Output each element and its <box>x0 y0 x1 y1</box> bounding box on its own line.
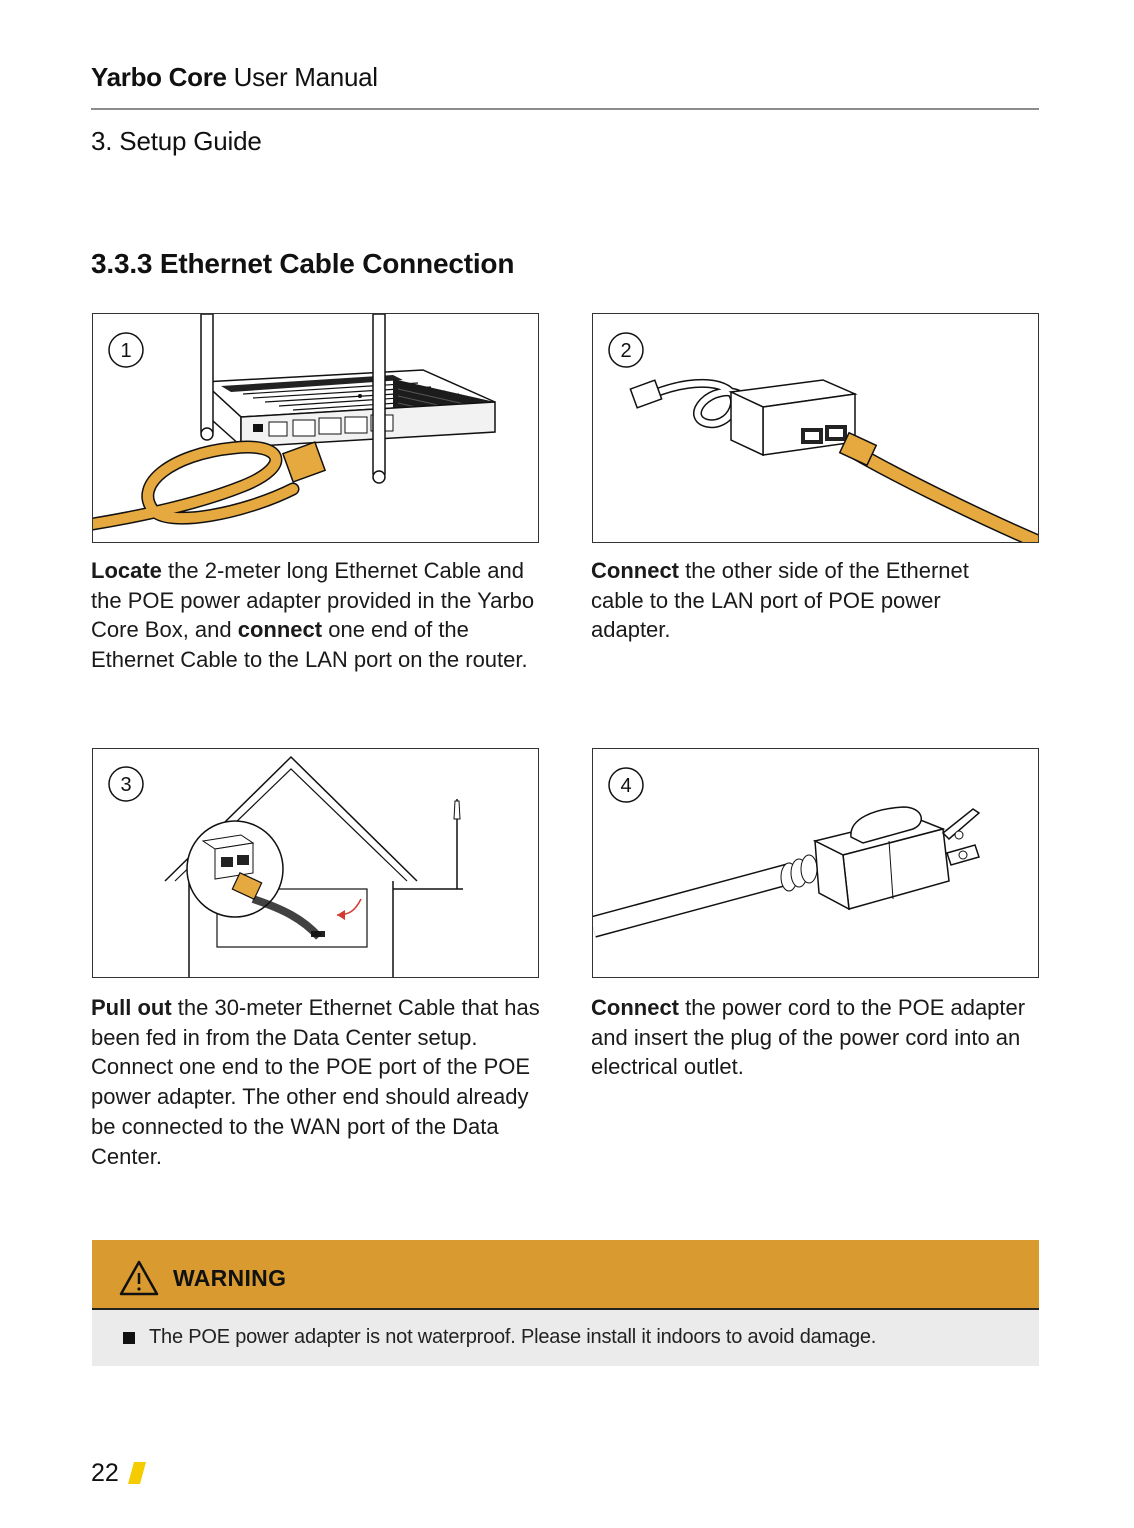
warning-body <box>92 1310 1039 1366</box>
brand-name: Yarbo Core <box>91 62 227 92</box>
step-1-badge: 1 <box>108 332 144 368</box>
page-number: 22 <box>91 1459 119 1487</box>
step-2-caption: Connect the other side of the Ethernet c… <box>591 556 1021 645</box>
section-heading: 3.3.3 Ethernet Cable Connection <box>91 248 515 279</box>
step-2-badge: 2 <box>608 332 644 368</box>
power-cord <box>593 854 818 938</box>
step-2-lead-word: Connect <box>591 558 679 583</box>
header-title: Yarbo Core User Manual <box>91 62 378 93</box>
step-4-illustration: 4 <box>592 748 1039 978</box>
ethernet-cable <box>838 431 1038 542</box>
step-2-number: 2 <box>620 340 631 362</box>
step-3-caption: Pull out the 30-meter Ethernet Cable tha… <box>91 993 541 1171</box>
document-name: User Manual <box>233 62 378 92</box>
warning-label: WARNING <box>173 1265 287 1291</box>
step-1-lead-word: Locate <box>91 558 162 583</box>
bullet-square-icon <box>123 1332 135 1344</box>
step-4-lead-word: Connect <box>591 995 679 1020</box>
ethernet-cable <box>93 440 327 531</box>
step-1-illustration: 1 <box>92 313 539 543</box>
outdoor-pole <box>393 799 463 890</box>
step-1-text: the 2-meter long Ethernet Cable and the … <box>91 558 535 643</box>
step-4-text: the power cord to the POE adapter and in… <box>591 995 1026 1080</box>
step-2-text: the other side of the Ethernet cable to … <box>591 558 969 643</box>
step-2-illustration: 2 <box>592 313 1039 543</box>
zoom-inset <box>186 820 322 940</box>
step-4-caption: Connect the power cord to the POE adapte… <box>591 993 1046 1082</box>
step-4-number: 4 <box>620 775 631 797</box>
poe-adapter <box>728 379 858 457</box>
warning-triangle-icon <box>119 1260 159 1301</box>
router-illustration <box>200 314 496 484</box>
cable-coil <box>629 378 751 429</box>
page-mark-icon <box>128 1462 146 1489</box>
step-3-number: 3 <box>120 774 131 796</box>
step-1-text-end: one end of the Ethernet Cable to the LAN… <box>91 617 528 673</box>
header-divider <box>91 108 1039 110</box>
step-3-illustration: 3 <box>92 748 539 978</box>
step-1-emphasis: connect <box>237 617 323 643</box>
step-3-text: the 30-meter Ethernet Cable that has bee… <box>91 995 540 1169</box>
step-1-number: 1 <box>120 340 131 362</box>
step-3-badge: 3 <box>108 766 144 802</box>
warning-banner <box>92 1240 1039 1310</box>
section-label: 3. Setup Guide <box>91 126 262 156</box>
step-4-badge: 4 <box>608 767 644 803</box>
warning-text: The POE power adapter is not waterproof.… <box>149 1326 877 1348</box>
power-plug-illustration <box>812 806 981 911</box>
step-3-lead-word: Pull out <box>91 995 172 1020</box>
step-1-caption: Locate the 2-meter long Ethernet Cable a… <box>91 556 546 675</box>
